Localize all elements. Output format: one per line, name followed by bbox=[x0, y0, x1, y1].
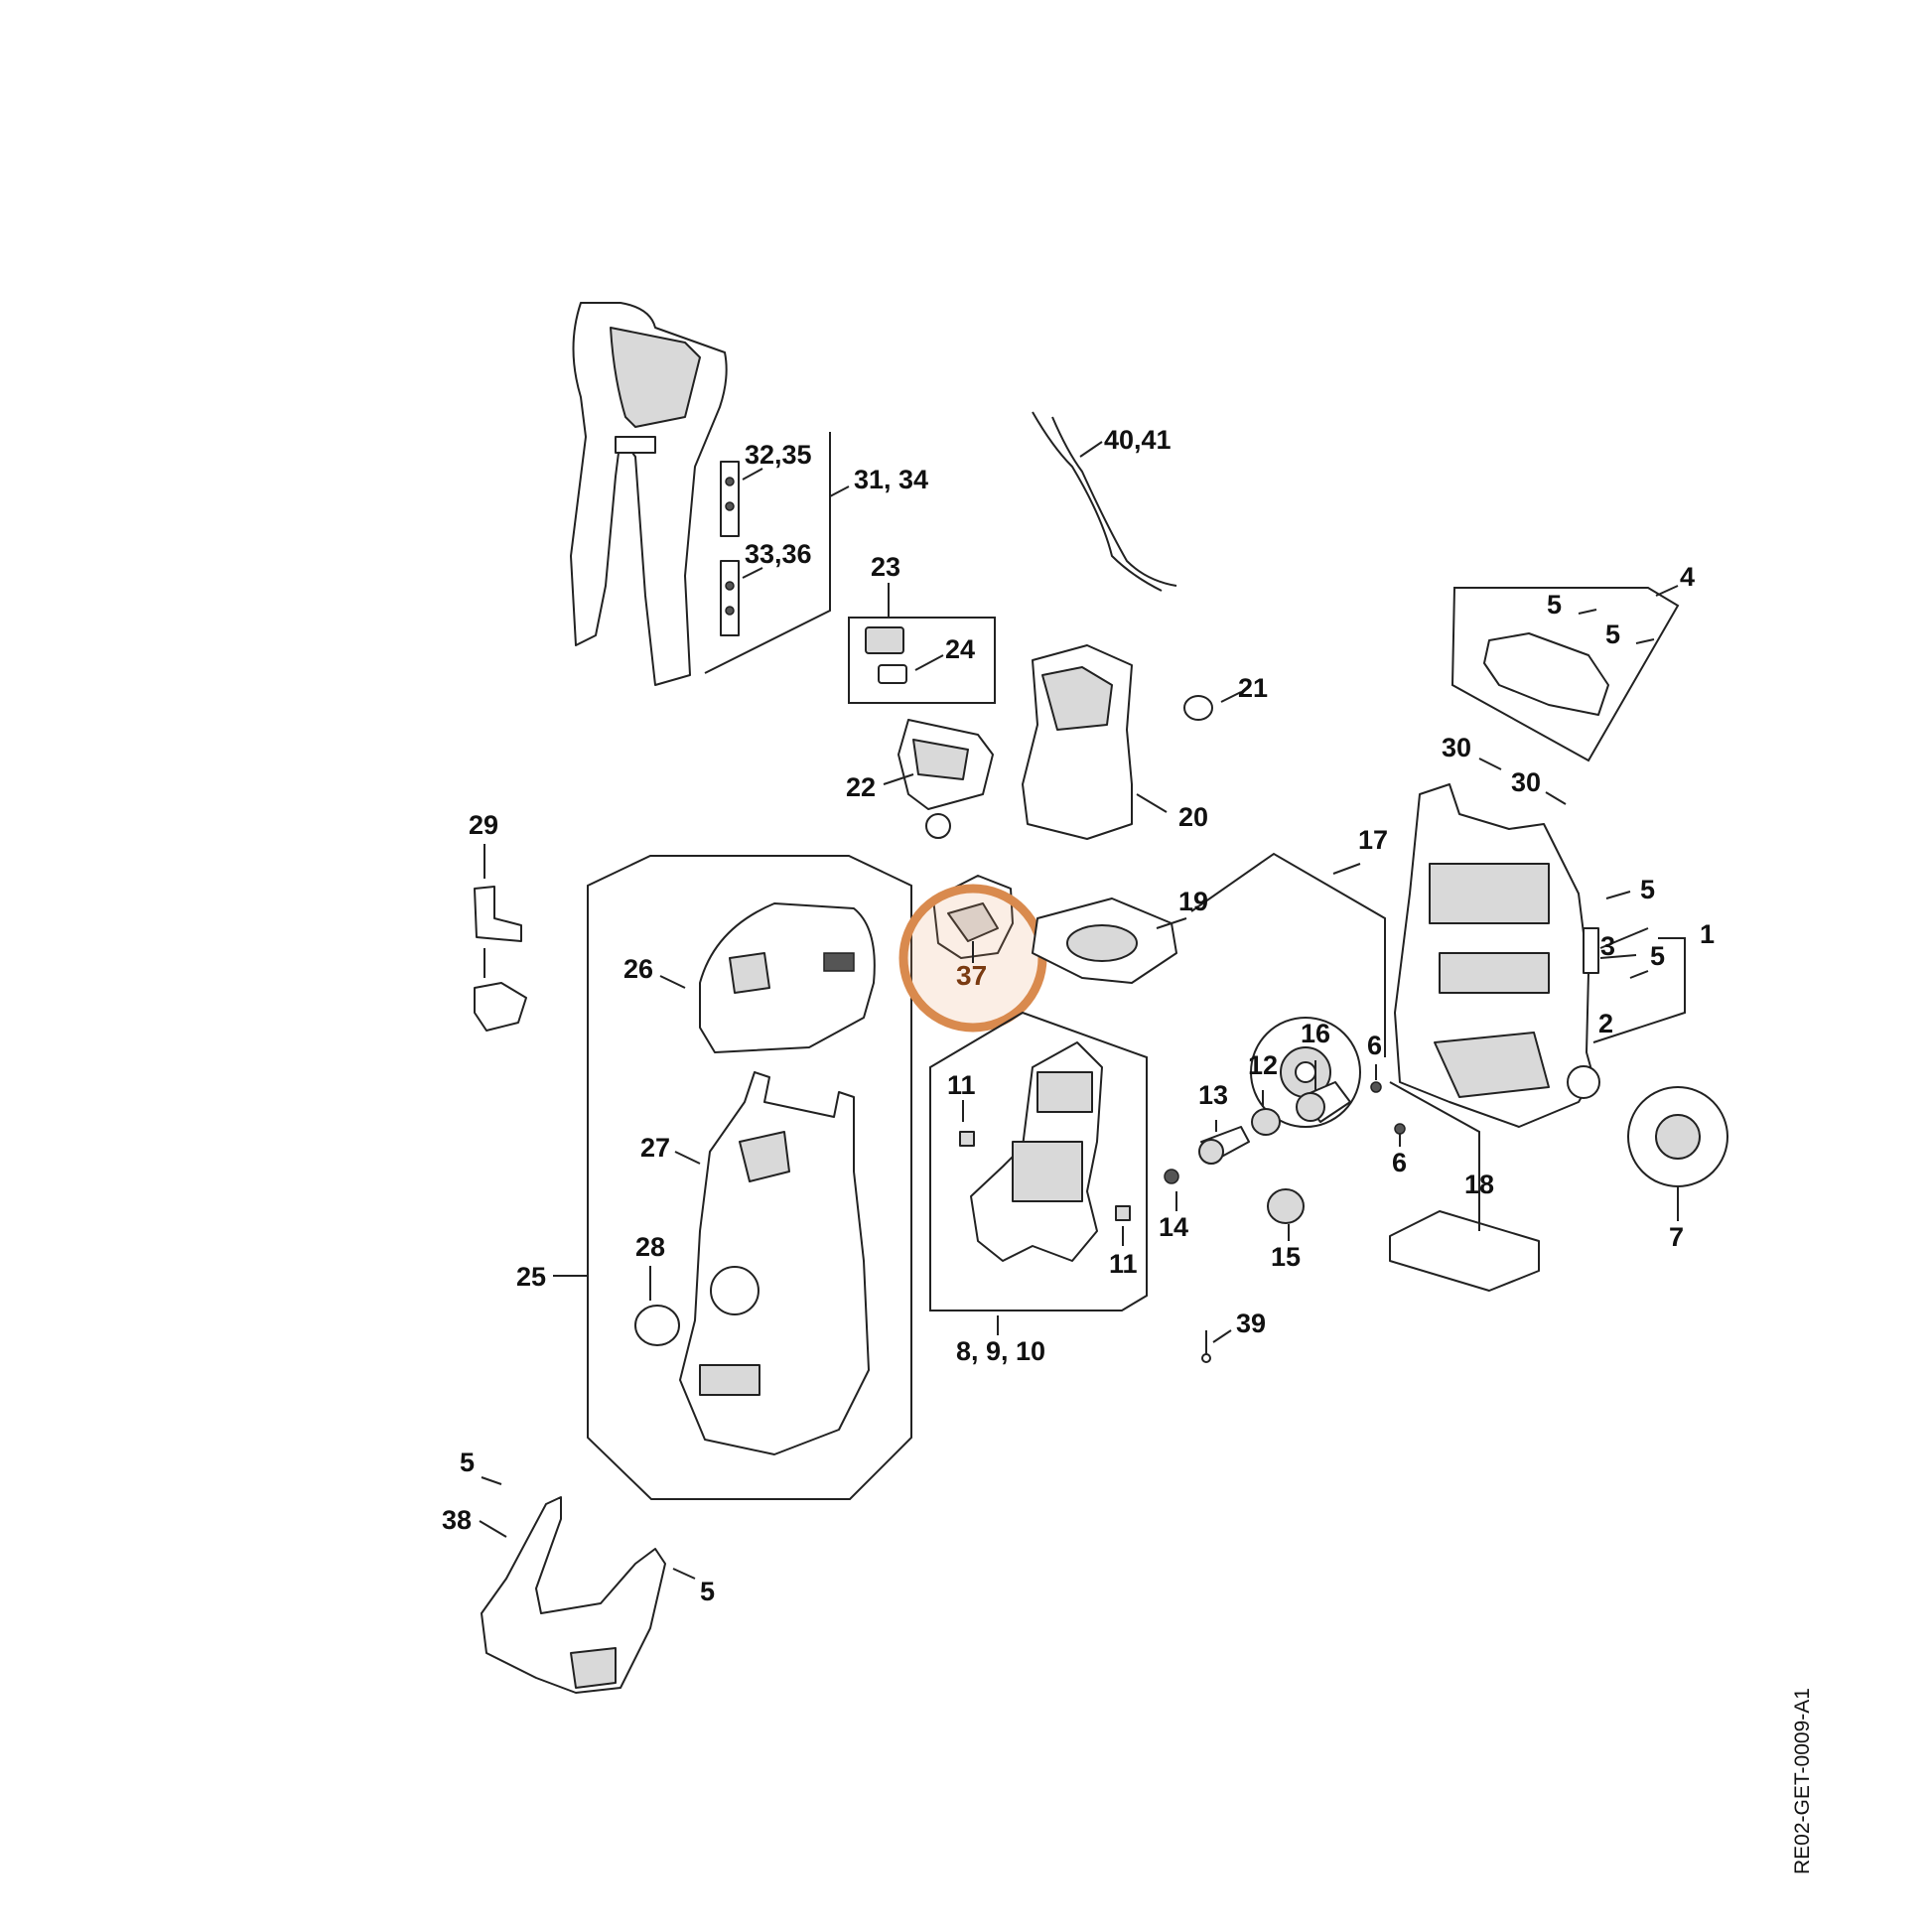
cap-part[interactable] bbox=[634, 1305, 680, 1346]
label-18: 18 bbox=[1464, 1170, 1494, 1199]
seal-part-right[interactable] bbox=[1115, 1205, 1131, 1221]
bracket-part[interactable] bbox=[1483, 632, 1609, 716]
label-32: 32,35 bbox=[745, 440, 812, 470]
label-5d: 5 bbox=[1650, 941, 1665, 971]
frame-part[interactable] bbox=[1394, 783, 1600, 1128]
label-12: 12 bbox=[1248, 1050, 1278, 1080]
label-26: 26 bbox=[623, 954, 653, 984]
label-5e: 5 bbox=[460, 1448, 475, 1477]
wheel-part[interactable] bbox=[1627, 1086, 1728, 1187]
filter-plate-part[interactable] bbox=[1032, 897, 1177, 984]
label-5b: 5 bbox=[1605, 620, 1620, 649]
label-25: 25 bbox=[516, 1262, 546, 1292]
label-28: 28 bbox=[635, 1232, 665, 1262]
label-21: 21 bbox=[1238, 673, 1268, 703]
label-4: 4 bbox=[1680, 562, 1695, 592]
pump-motor-part[interactable] bbox=[970, 1041, 1103, 1262]
label-17: 17 bbox=[1358, 825, 1388, 855]
label-16: 16 bbox=[1301, 1019, 1330, 1048]
callout-labels: 1 2 3 4 5 5 5 5 5 5 6 6 7 8, 9, 10 11 11… bbox=[442, 425, 1715, 1606]
fitting-14[interactable] bbox=[1164, 1169, 1179, 1184]
label-6b: 6 bbox=[1392, 1148, 1407, 1177]
top-cover-part[interactable] bbox=[699, 902, 876, 1053]
label-31: 31, 34 bbox=[854, 465, 928, 494]
fitting-16[interactable] bbox=[1296, 1081, 1351, 1123]
highlighted-part-37[interactable] bbox=[932, 875, 1014, 959]
pin-part[interactable] bbox=[1201, 1330, 1211, 1363]
label-15: 15 bbox=[1271, 1242, 1301, 1272]
label-39: 39 bbox=[1236, 1309, 1266, 1338]
label-33: 33,36 bbox=[745, 539, 812, 569]
document-code: RE02-GET-0009-A1 bbox=[1791, 1688, 1814, 1874]
label-13: 13 bbox=[1198, 1080, 1228, 1110]
hose-guide-part[interactable] bbox=[481, 1496, 666, 1694]
switch-housing-part[interactable] bbox=[897, 719, 994, 839]
label-30b: 30 bbox=[1511, 767, 1541, 797]
label-14: 14 bbox=[1159, 1212, 1188, 1242]
hook-part[interactable] bbox=[474, 886, 527, 1032]
fitting-15[interactable] bbox=[1267, 1188, 1305, 1224]
label-22: 22 bbox=[846, 772, 876, 802]
label-27: 27 bbox=[640, 1133, 670, 1163]
label-29: 29 bbox=[469, 810, 498, 840]
front-housing-part[interactable] bbox=[679, 1071, 870, 1455]
cable-part[interactable] bbox=[1032, 411, 1177, 592]
label-11a: 11 bbox=[947, 1070, 976, 1100]
label-5a: 5 bbox=[1547, 590, 1562, 620]
label-5c: 5 bbox=[1640, 875, 1655, 904]
label-40: 40,41 bbox=[1104, 425, 1172, 455]
handle-part[interactable] bbox=[570, 302, 728, 686]
decal-parts[interactable] bbox=[720, 461, 740, 636]
label-37: 37 bbox=[956, 960, 987, 991]
seal-part-left[interactable] bbox=[959, 1131, 975, 1147]
label-6a: 6 bbox=[1367, 1031, 1382, 1060]
pad-part[interactable] bbox=[1389, 1210, 1540, 1292]
fitting-12[interactable] bbox=[1251, 1108, 1281, 1136]
motor-cover-part[interactable] bbox=[1022, 644, 1133, 840]
label-8: 8, 9, 10 bbox=[956, 1336, 1045, 1366]
label-23: 23 bbox=[871, 552, 900, 582]
label-19: 19 bbox=[1178, 887, 1208, 916]
label-20: 20 bbox=[1178, 802, 1208, 832]
label-30a: 30 bbox=[1442, 733, 1471, 762]
label-38: 38 bbox=[442, 1505, 472, 1535]
label-7: 7 bbox=[1669, 1222, 1684, 1252]
label-24: 24 bbox=[945, 634, 975, 664]
fitting-13[interactable] bbox=[1198, 1126, 1250, 1165]
label-5f: 5 bbox=[700, 1577, 715, 1606]
plug-part[interactable] bbox=[1183, 695, 1213, 721]
label-1: 1 bbox=[1700, 919, 1715, 949]
label-11b: 11 bbox=[1109, 1249, 1138, 1279]
label-3: 3 bbox=[1600, 931, 1615, 961]
label-2: 2 bbox=[1598, 1009, 1613, 1038]
switch-part[interactable] bbox=[865, 626, 907, 684]
